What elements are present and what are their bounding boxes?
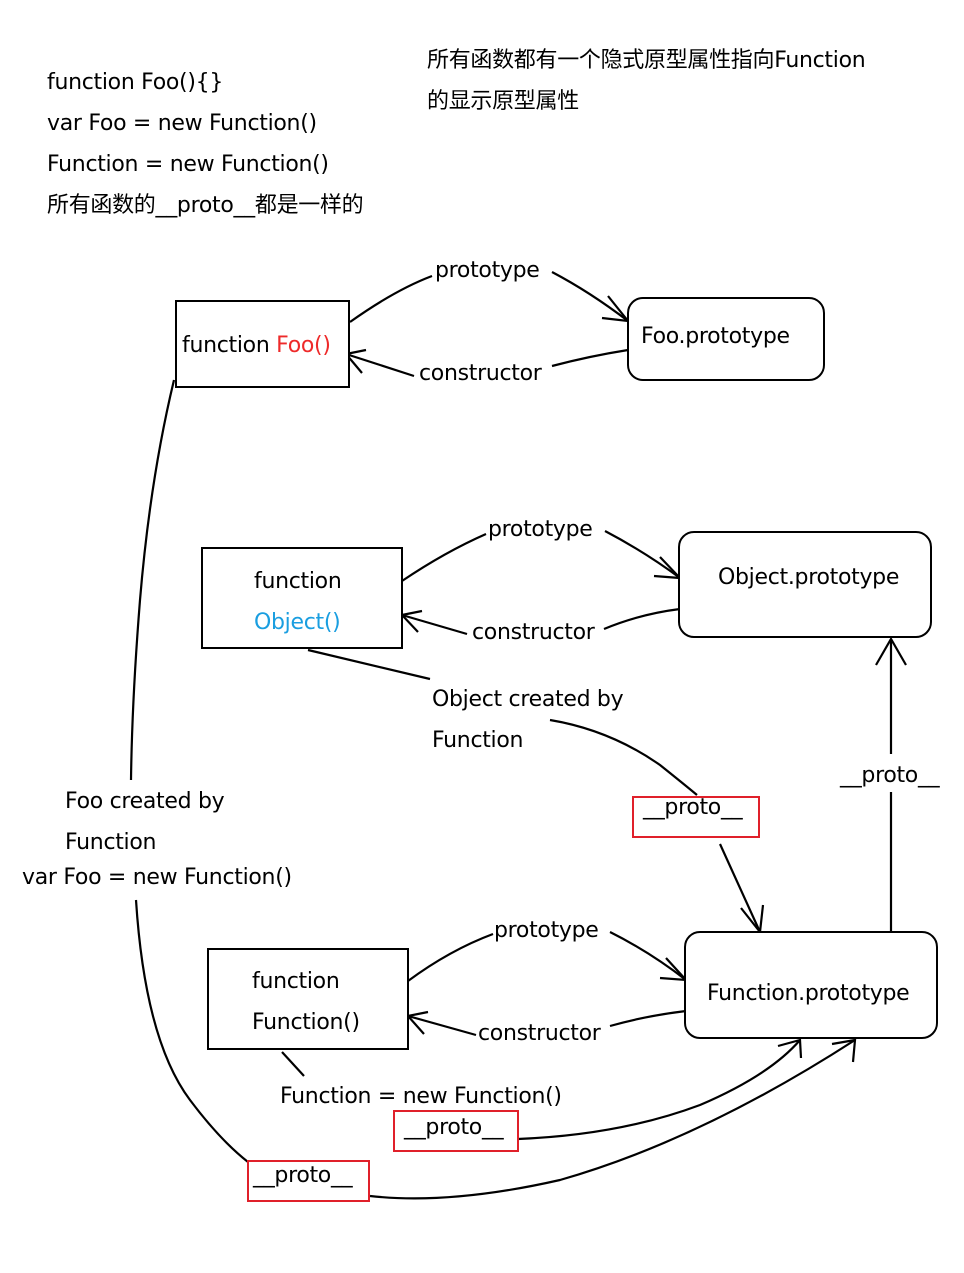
edge-object-prototype bbox=[401, 532, 487, 582]
node-foo-prototype-label: Foo.prototype bbox=[641, 324, 790, 349]
node-function-function-line2: Function() bbox=[252, 1010, 360, 1035]
label-object-proto: __proto__ bbox=[643, 795, 743, 820]
edge-foo-created-2 bbox=[134, 899, 249, 1163]
edge-foo-prototype bbox=[349, 274, 433, 323]
edge-object-constructor bbox=[603, 607, 681, 631]
edge-object-constructor-2 bbox=[401, 613, 468, 636]
highlight-function-proto bbox=[393, 1110, 519, 1152]
label-foo-constructor: constructor bbox=[419, 361, 542, 386]
edge-object-proto-curve bbox=[549, 718, 698, 796]
edge-function-created bbox=[281, 1051, 305, 1077]
label-foo-created-2: Function bbox=[65, 830, 157, 855]
label-fnproto-objproto: __proto__ bbox=[840, 763, 940, 788]
label-function-proto: __proto__ bbox=[404, 1115, 504, 1140]
node-function-object: function Object() bbox=[201, 547, 403, 649]
edge-function-constructor bbox=[609, 1009, 687, 1028]
note-line-2: var Foo = new Function() bbox=[47, 111, 317, 136]
label-object-prototype: prototype bbox=[488, 517, 593, 542]
node-function-foo-prefix: function bbox=[182, 333, 277, 358]
node-object-prototype: Object.prototype bbox=[678, 531, 932, 638]
edge-object-prototype-2 bbox=[604, 530, 681, 579]
node-foo-prototype: Foo.prototype bbox=[627, 297, 825, 381]
label-object-created-2: Function bbox=[432, 728, 524, 753]
arrowhead-object-proto bbox=[740, 904, 765, 935]
node-function-prototype-label: Function.prototype bbox=[707, 981, 910, 1006]
edge-object-proto-arrow bbox=[718, 843, 762, 933]
edge-foo-created-1 bbox=[129, 379, 176, 781]
label-object-constructor: constructor bbox=[472, 620, 595, 645]
label-foo-created-1: Foo created by bbox=[65, 789, 225, 814]
label-foo-prototype: prototype bbox=[435, 258, 540, 283]
node-function-prototype: Function.prototype bbox=[684, 931, 938, 1039]
edge-function-constructor-2 bbox=[407, 1014, 477, 1037]
edge-object-created bbox=[307, 648, 431, 681]
note-line-4: 所有函数的__proto__都是一样的 bbox=[47, 193, 364, 218]
edge-function-prototype-2 bbox=[609, 931, 687, 981]
highlight-object-proto bbox=[632, 796, 760, 838]
edge-function-proto bbox=[517, 1039, 801, 1141]
edge-foo-proto bbox=[369, 1039, 856, 1200]
arrowhead-fnproto-objproto bbox=[875, 636, 907, 666]
note-line-3: Function = new Function() bbox=[47, 152, 329, 177]
node-function-function: function Function() bbox=[207, 948, 409, 1050]
node-object-prototype-label: Object.prototype bbox=[718, 565, 900, 590]
arrowhead-object-constructor bbox=[399, 609, 423, 633]
edge-function-prototype bbox=[407, 932, 494, 982]
arrowhead-foo-prototype bbox=[601, 295, 631, 323]
arrowhead-function-proto bbox=[777, 1038, 803, 1059]
arrowhead-function-constructor bbox=[405, 1010, 429, 1035]
node-function-foo-name: Foo() bbox=[276, 333, 331, 358]
node-function-foo: function Foo() bbox=[175, 300, 350, 388]
highlight-foo-proto bbox=[247, 1160, 370, 1202]
edge-foo-constructor-2 bbox=[345, 352, 415, 378]
label-object-created-1: Object created by bbox=[432, 687, 624, 712]
node-function-object-name: Object() bbox=[254, 610, 341, 635]
label-function-created: Function = new Function() bbox=[280, 1084, 562, 1109]
label-foo-proto: __proto__ bbox=[253, 1163, 353, 1188]
node-function-object-line1: function bbox=[254, 569, 342, 594]
note-right-line-2: 的显示原型属性 bbox=[427, 89, 579, 114]
edge-foo-constructor bbox=[551, 348, 629, 368]
node-function-function-line1: function bbox=[252, 969, 340, 994]
label-function-constructor: constructor bbox=[478, 1021, 601, 1046]
note-right-line-1: 所有函数都有一个隐式原型属性指向Function bbox=[427, 48, 866, 73]
label-function-prototype: prototype bbox=[494, 918, 599, 943]
note-line-1: function Foo(){} bbox=[47, 70, 224, 95]
edge-foo-prototype-2 bbox=[551, 271, 629, 322]
label-foo-created-3: var Foo = new Function() bbox=[22, 865, 292, 890]
arrowhead-foo-proto bbox=[831, 1038, 857, 1063]
